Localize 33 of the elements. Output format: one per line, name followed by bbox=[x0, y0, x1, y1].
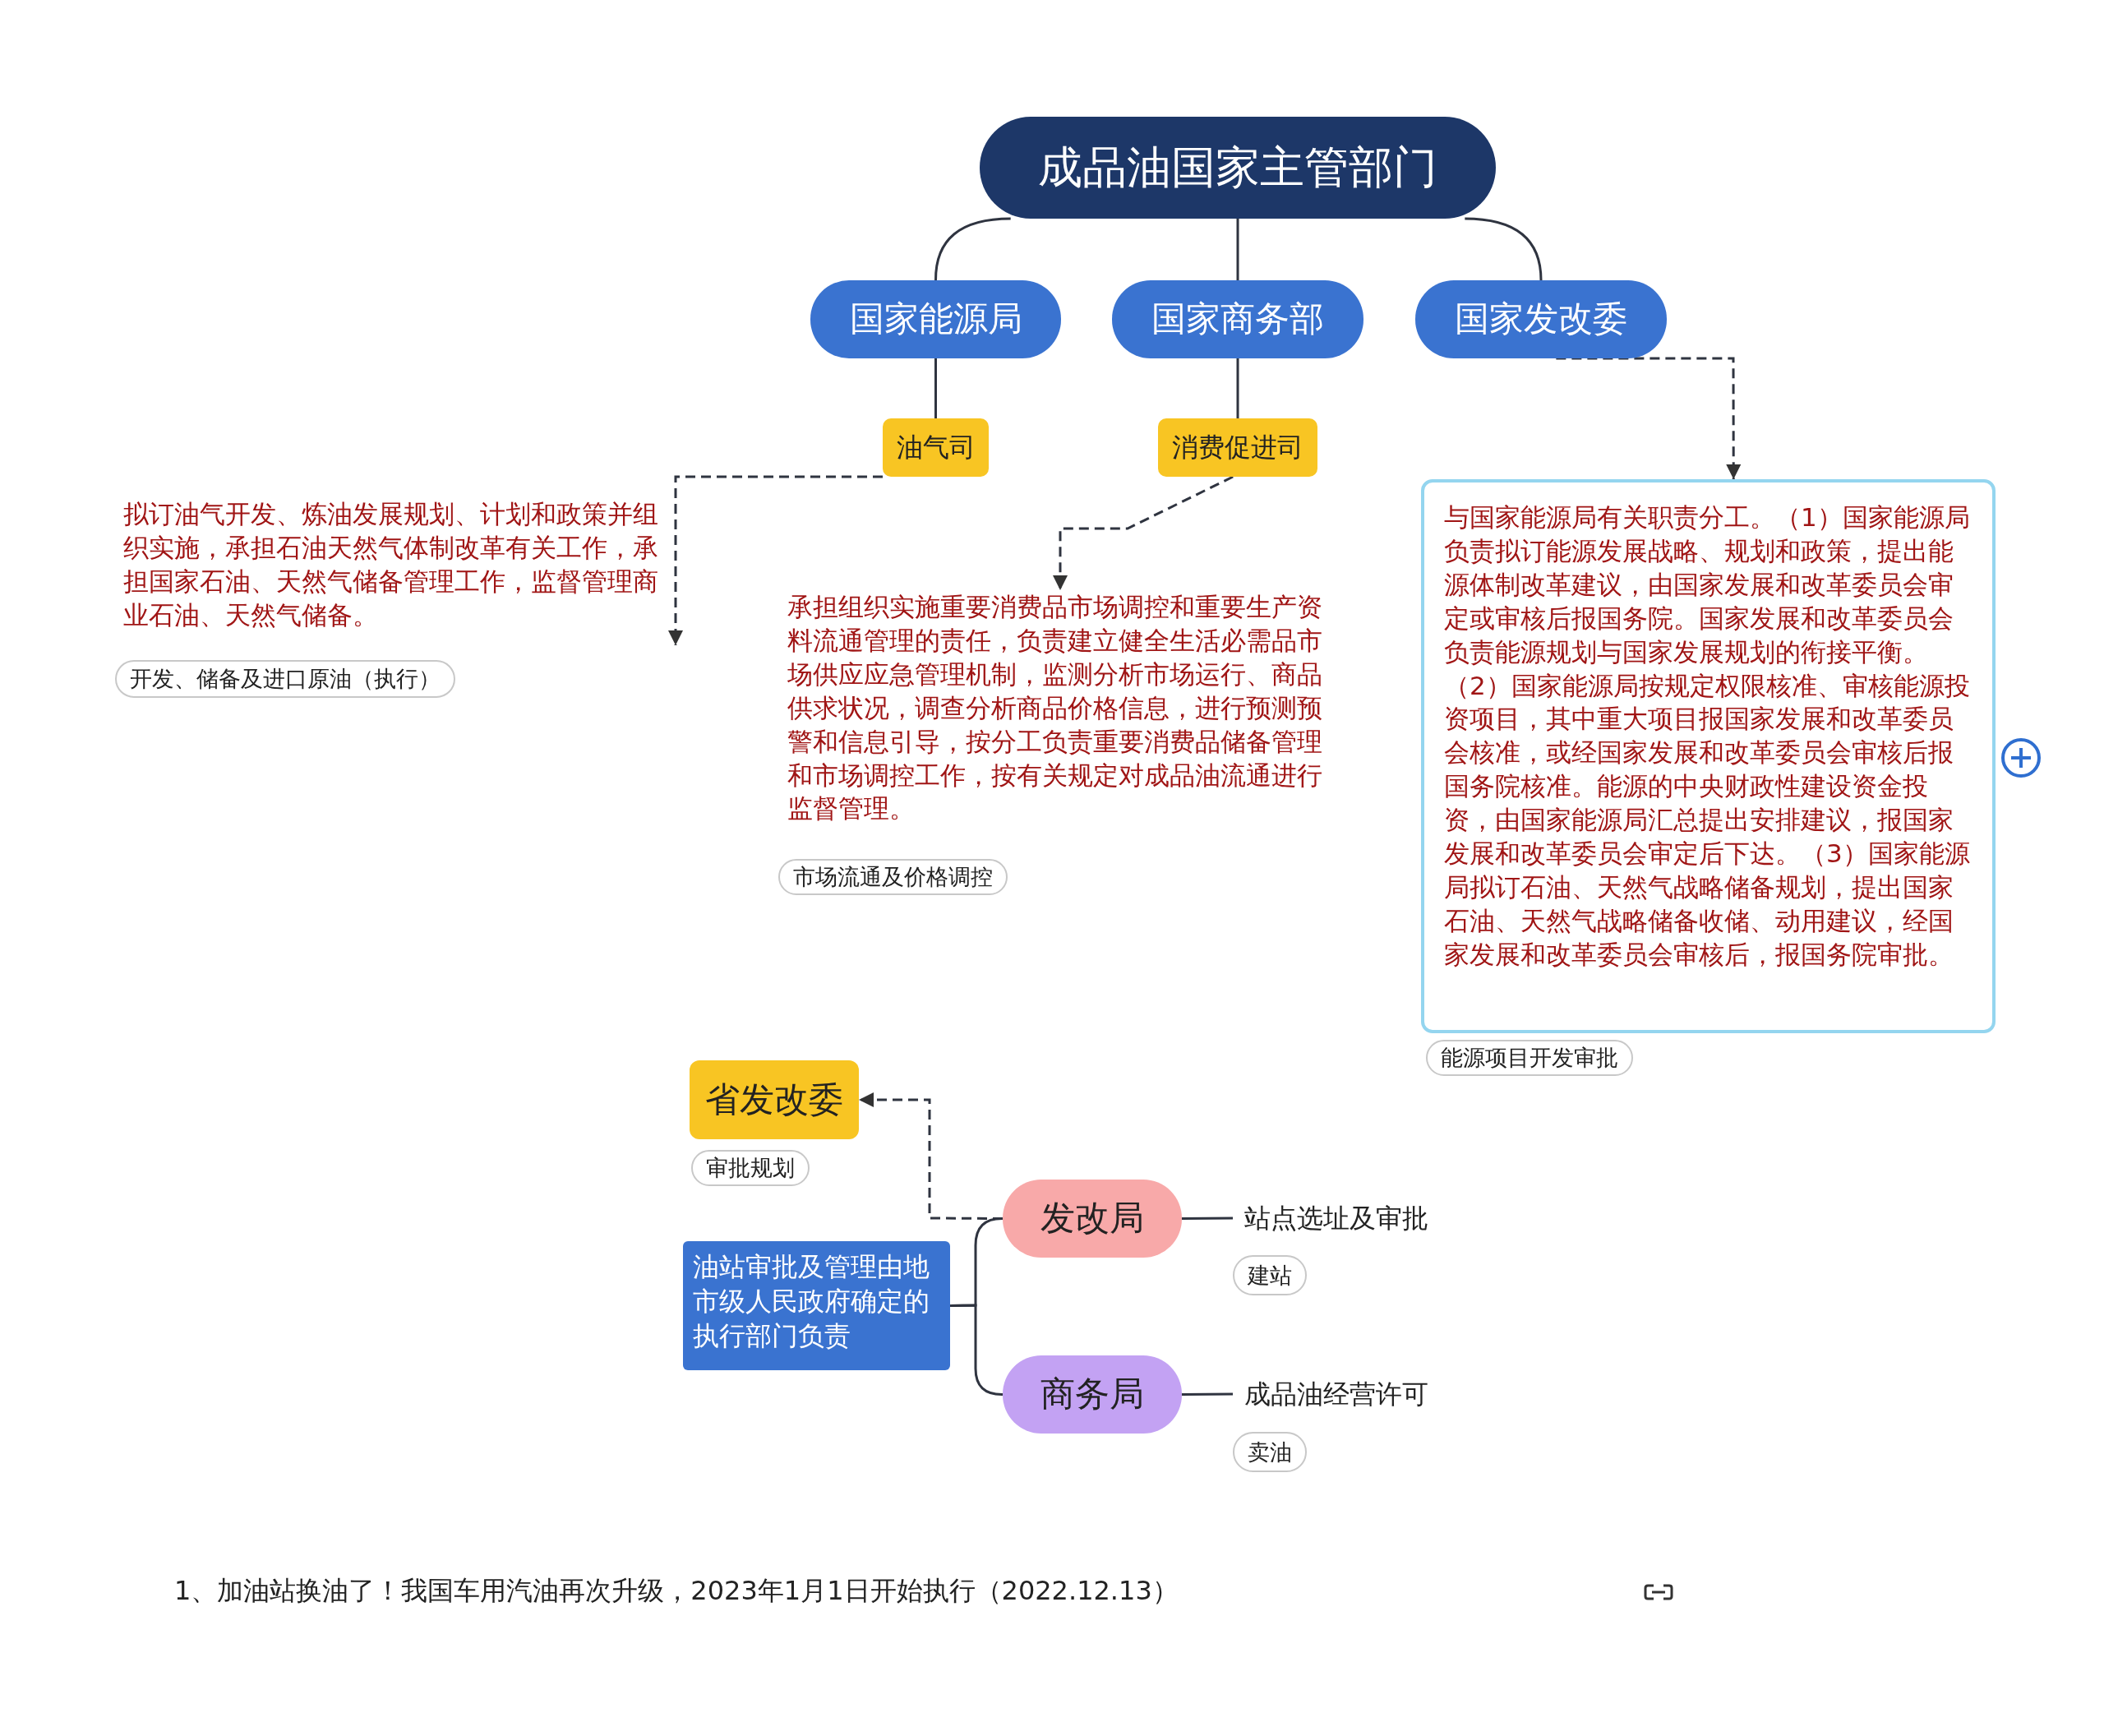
dashed-arrow bbox=[668, 475, 883, 645]
topic-text: 成品油经营许可 bbox=[1233, 1374, 1455, 1414]
dashed-arrow bbox=[1053, 475, 1234, 590]
connector-line bbox=[1236, 358, 1239, 418]
bureau-box: 商务局 bbox=[1003, 1355, 1182, 1434]
department-box: 国家商务部 bbox=[1112, 280, 1363, 358]
department-box: 国家能源局 bbox=[810, 280, 1061, 358]
connector-line bbox=[1465, 217, 1543, 281]
connector-line bbox=[1182, 1217, 1233, 1220]
description-box: 与国家能源局有关职责分工。（1）国家能源局负责拟订能源发展战略、规划和政策，提出能源体制改革建议，由国家发展和改革委员会审定或审核后报国务院。国家发展和改革委员会负责能源规划与国家发展规划的衔接平衡。（2）国家能源局按规定权限核准、审核能源投资项目，其中重大项目报国家发展和改革委员会核准，或经国家发展和改革委员会审核后报国务院核准。能源的中央财政性建设资金投资，由国家能源局汇总提出安排建议，报国家发展和改革委员会审定后下达。（3）国家能源局拟订石油、天然气战略储备规划，提出国家石油、天然气战略储备收储、动用建议，经国家发展和改革委员会审核后，报国务院审批。 bbox=[1421, 479, 1996, 1033]
topic-tag: 卖油 bbox=[1233, 1432, 1307, 1472]
footnote-text: 1、加油站换油了！我国车用汽油再次升级，2023年1月1日开始执行（2022.12.13） bbox=[174, 1574, 1179, 1608]
connector-line bbox=[1182, 1392, 1233, 1396]
connector-line bbox=[934, 217, 1011, 281]
description-text: 承担组织实施重要消费品市场调控和重要生产资料流通管理的责任，负责建立健全生活必需品市场供应应急管理机制，监测分析市场运行、商品供求状况，调查分析商品价格信息，进行预测预警和信息引导，按分工负责重要消费品储备管理和市场调控工作，按有关规定对成品油流通进行监督管理。 bbox=[787, 590, 1338, 837]
description-text: 拟订油气开发、炼油发展规划、计划和政策并组织实施，承担石油天然气体制改革有关工作，承担国家石油、天然气储备管理工作，监督管理商业石油、天然气储备。 bbox=[123, 497, 676, 645]
connector-line bbox=[1236, 219, 1239, 280]
topic-text: 站点选址及审批 bbox=[1233, 1198, 1455, 1238]
bureau-box: 发改局 bbox=[1003, 1180, 1182, 1258]
dashed-arrow bbox=[1556, 357, 1742, 479]
topic-tag: 审批规划 bbox=[691, 1150, 810, 1186]
connector-line bbox=[934, 358, 937, 418]
topic-tag: 能源项目开发审批 bbox=[1426, 1040, 1633, 1076]
department-box: 国家发改委 bbox=[1415, 280, 1667, 358]
office-box: 油气司 bbox=[883, 418, 989, 477]
note-box: 油站审批及管理由地市级人民政府确定的执行部门负责 bbox=[683, 1241, 950, 1370]
office-box: 消费促进司 bbox=[1158, 418, 1317, 477]
office-box: 省发改委 bbox=[690, 1060, 859, 1139]
topic-tag: 市场流通及价格调控 bbox=[778, 859, 1008, 895]
connector-line bbox=[949, 1304, 1004, 1396]
topic-tag: 建站 bbox=[1233, 1255, 1307, 1295]
root-topic: 成品油国家主管部门 bbox=[980, 117, 1496, 219]
topic-tag: 开发、储备及进口原油（执行） bbox=[115, 660, 455, 698]
